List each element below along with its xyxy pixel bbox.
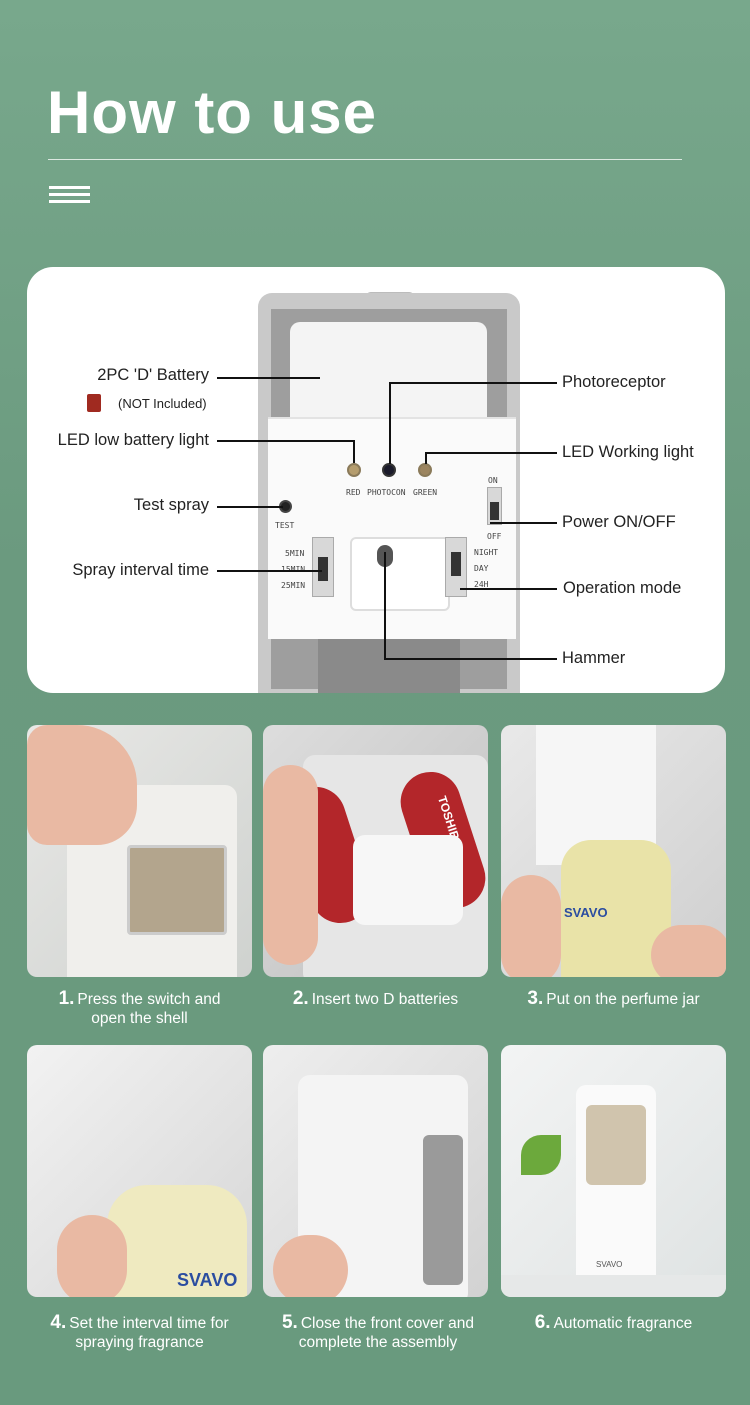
red-led-icon xyxy=(347,463,361,477)
step-5-photo xyxy=(263,1045,488,1297)
device-brand-text: SVAVO xyxy=(596,1260,623,1269)
battery-icon xyxy=(87,394,101,412)
photocon-text: PHOTOCON xyxy=(367,488,406,497)
battery-cover xyxy=(290,322,487,432)
step-1-photo xyxy=(27,725,252,977)
24h-text: 24H xyxy=(474,580,489,589)
label-led-working: LED Working light xyxy=(562,443,694,461)
green-text: GREEN xyxy=(413,488,438,497)
red-text: RED xyxy=(346,488,361,497)
jar-brand-text: SVAVO xyxy=(564,905,608,920)
label-spray-interval: Spray interval time xyxy=(72,561,209,579)
step-4-photo: SVAVO xyxy=(27,1045,252,1297)
label-battery: 2PC 'D' Battery xyxy=(97,366,209,384)
25min-text: 25MIN xyxy=(281,581,306,590)
jar-brand-text: SVAVO xyxy=(177,1270,238,1290)
label-power: Power ON/OFF xyxy=(562,513,676,531)
on-text: ON xyxy=(488,476,498,485)
step-3-photo: SVAVO xyxy=(501,725,726,977)
day-text: DAY xyxy=(474,564,489,573)
step-2-photo: TOSHIBA xyxy=(263,725,488,977)
step-6-photo: SVAVO xyxy=(501,1045,726,1297)
diagram-card: RED PHOTOCON GREEN TEST ON OFF 5MIN 15MI… xyxy=(27,267,725,693)
step-3-caption: 3.Put on the perfume jar xyxy=(527,988,700,1009)
step-2-caption: 2.Insert two D batteries xyxy=(292,988,459,1009)
page-title: How to use xyxy=(47,79,378,146)
hammer-housing xyxy=(350,537,450,611)
15min-text: 15MIN xyxy=(281,565,305,574)
night-text: NIGHT xyxy=(474,548,499,557)
photoreceptor-icon xyxy=(382,463,396,477)
label-battery-note: (NOT Included) xyxy=(118,396,207,411)
menu-lines-icon xyxy=(49,186,90,207)
test-text: TEST xyxy=(275,521,295,530)
green-led-icon xyxy=(418,463,432,477)
label-operation-mode: Operation mode xyxy=(563,579,682,597)
label-led-low: LED low battery light xyxy=(57,431,209,449)
title-divider xyxy=(48,159,682,160)
5min-text: 5MIN xyxy=(285,549,305,558)
label-photoreceptor: Photoreceptor xyxy=(562,373,666,391)
off-text: OFF xyxy=(487,532,502,541)
label-hammer: Hammer xyxy=(562,649,626,667)
step-6-caption: 6.Automatic fragrance xyxy=(534,1312,693,1333)
label-test-spray: Test spray xyxy=(133,496,209,514)
